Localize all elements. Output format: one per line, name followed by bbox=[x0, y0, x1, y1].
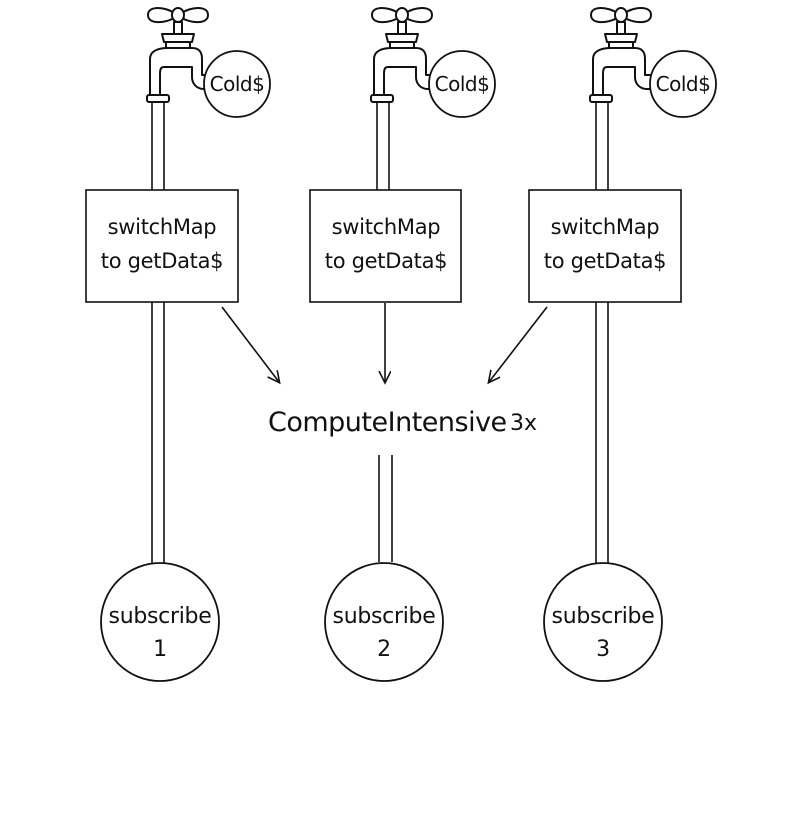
cold-source-label-2: Cold$ bbox=[434, 72, 490, 96]
subscriber-number-1: 1 bbox=[153, 637, 167, 662]
operator-label-line1-2: switchMap bbox=[331, 215, 441, 239]
compute-multiplier-label: 3x bbox=[510, 411, 538, 436]
operator-box-3 bbox=[528, 189, 682, 303]
arrow-to-compute-3 bbox=[489, 306, 548, 382]
operator-label-line2-2: to getData$ bbox=[324, 249, 448, 273]
cold-source-circle-1 bbox=[203, 50, 271, 118]
operator-label-line1-1: switchMap bbox=[107, 215, 217, 239]
operator-box-2 bbox=[309, 189, 462, 303]
subscriber-number-3: 3 bbox=[596, 637, 610, 662]
subscriber-label-3: subscribe bbox=[551, 604, 655, 629]
operator-label-line2-1: to getData$ bbox=[100, 249, 224, 273]
cold-source-label-1: Cold$ bbox=[209, 72, 265, 96]
faucet-3 bbox=[528, 7, 717, 682]
operator-label-line1-3: switchMap bbox=[550, 215, 660, 239]
subscriber-number-2: 2 bbox=[377, 637, 391, 662]
subscriber-label-2: subscribe bbox=[332, 604, 436, 629]
cold-source-label-3: Cold$ bbox=[655, 72, 711, 96]
compute-intensive-label: ComputeIntensive bbox=[268, 407, 507, 438]
subscriber-label-1: subscribe bbox=[108, 604, 212, 629]
arrow-to-compute-1 bbox=[221, 306, 279, 382]
subscriber-circle-2 bbox=[324, 562, 444, 682]
faucet-2 bbox=[309, 7, 496, 682]
operator-label-line2-3: to getData$ bbox=[543, 249, 667, 273]
operator-box-1 bbox=[85, 189, 239, 303]
subscriber-circle-1 bbox=[100, 562, 220, 682]
faucet-1 bbox=[85, 7, 271, 682]
cold-source-circle-2 bbox=[428, 50, 496, 118]
cold-source-circle-3 bbox=[649, 50, 717, 118]
subscriber-circle-3 bbox=[543, 562, 663, 682]
